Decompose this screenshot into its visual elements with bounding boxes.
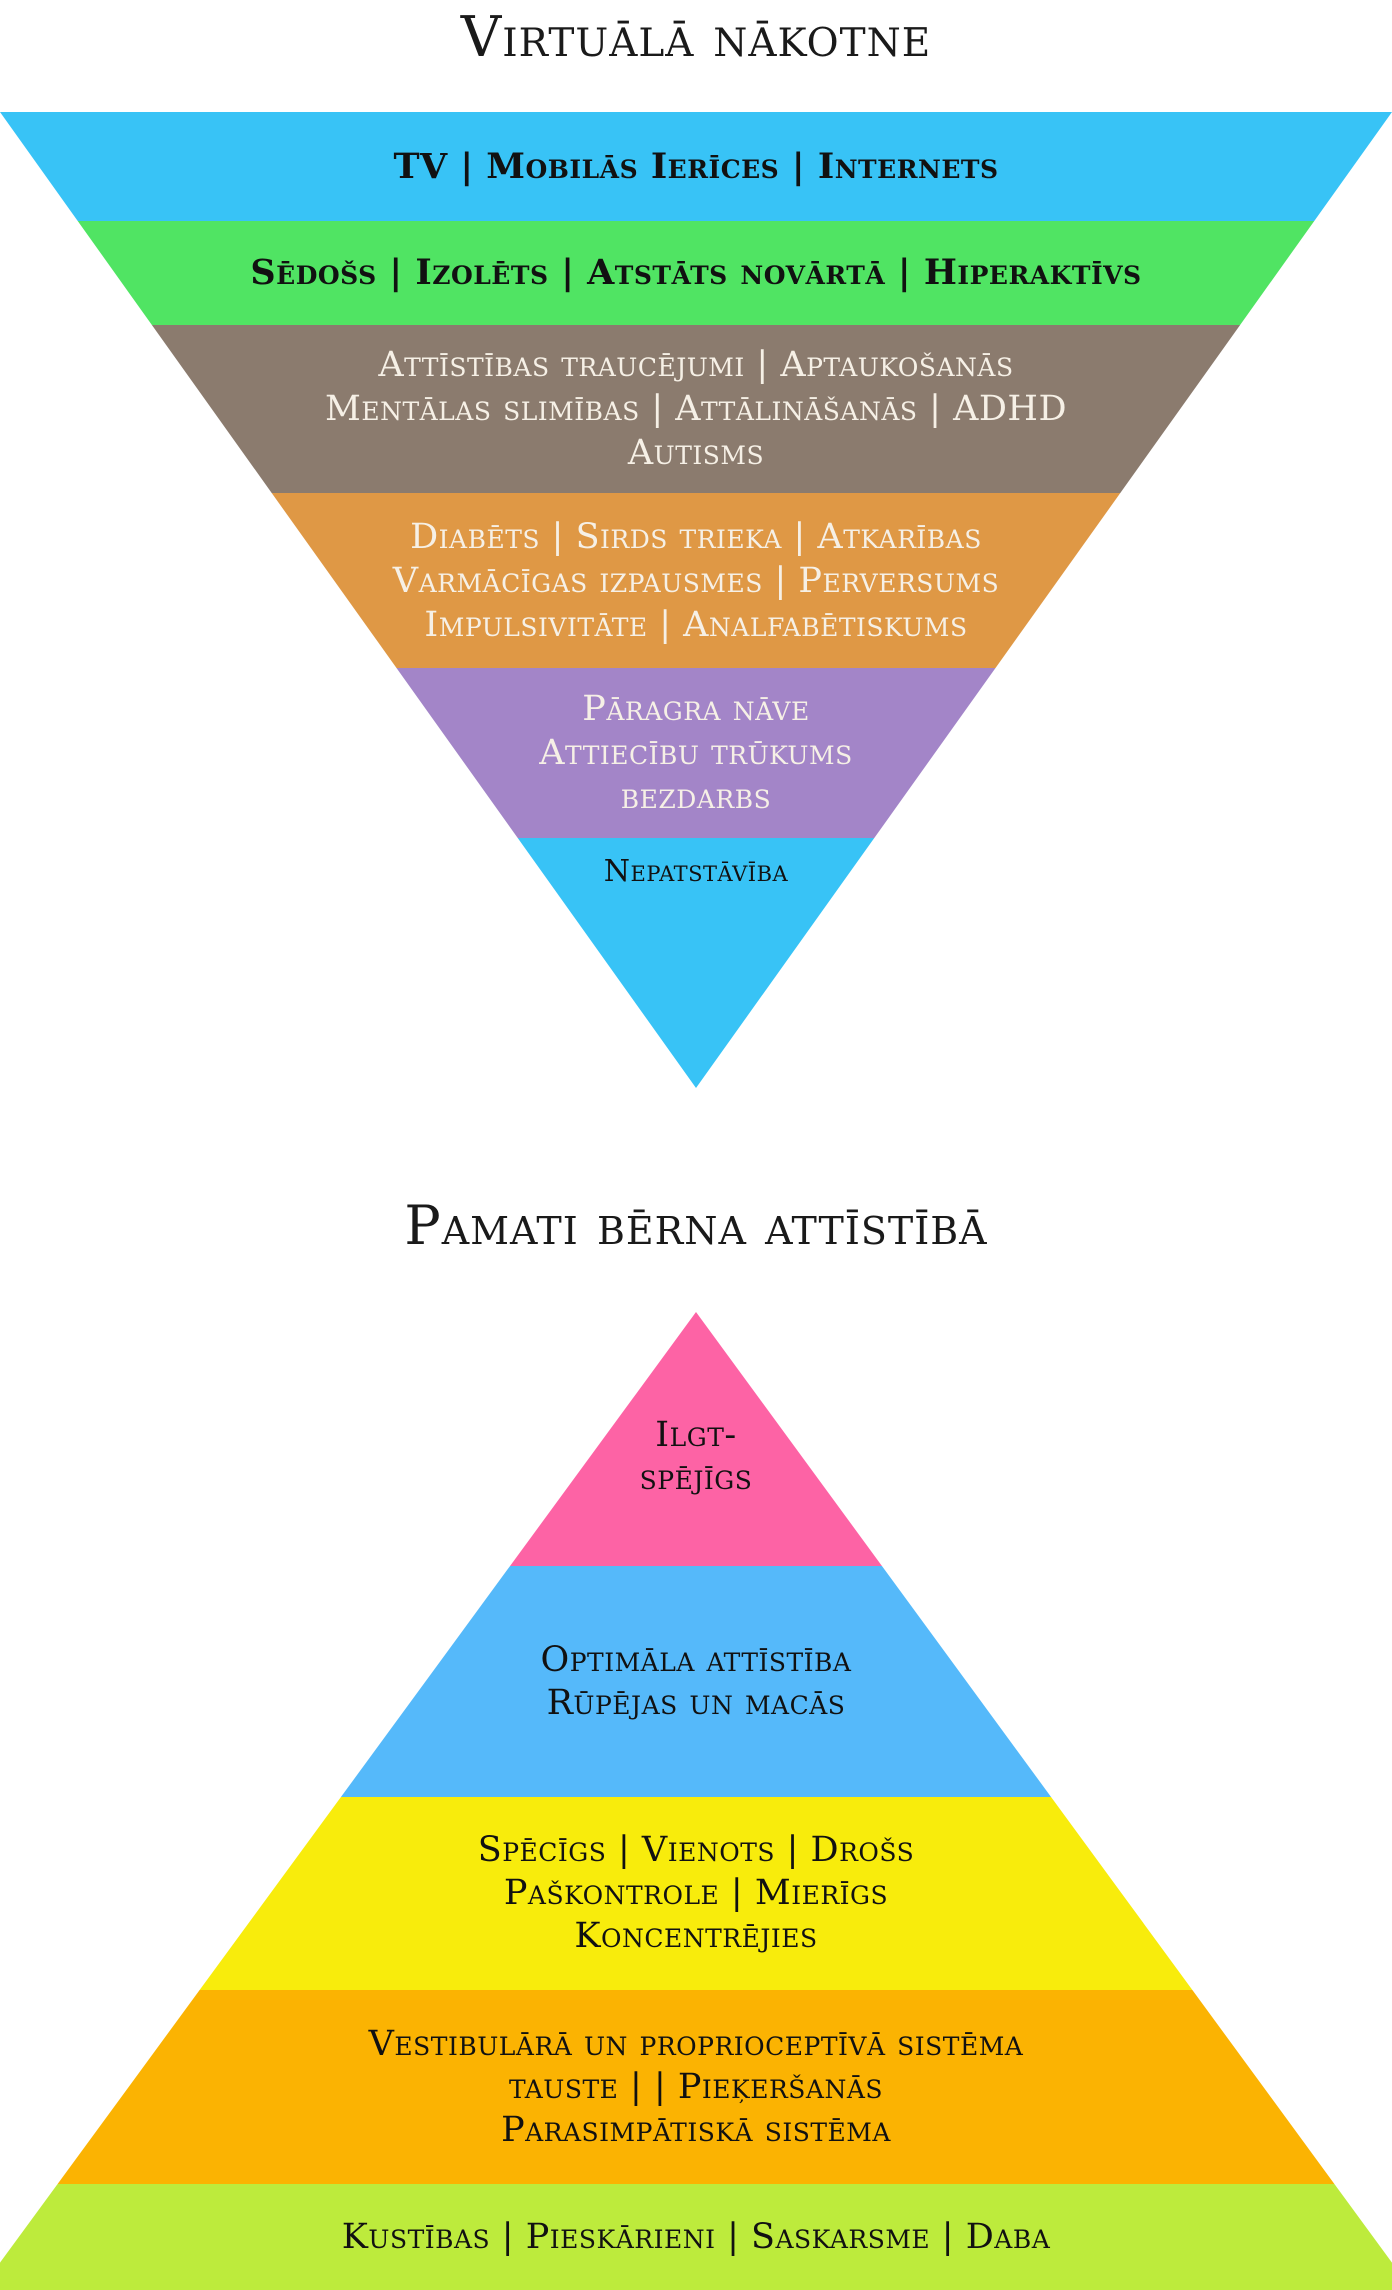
bottom-layer-5: Kustības | Pieskārieni | Saskarsme | Dab… xyxy=(0,2184,1392,2290)
top-layer-4-label: Diabēts | Sirds trieka | Atkarības Varmā… xyxy=(272,515,1121,647)
bottom-layer-2-label: Optimāla attīstība Rūpējas un macās xyxy=(341,1639,1051,1725)
bottom-layer-5-label: Kustības | Pieskārieni | Saskarsme | Dab… xyxy=(0,2216,1392,2259)
top-layer-4-line-2: Varmācīgas izpausmes | Perversums xyxy=(392,560,1000,601)
bottom-layer-4: Vestibulārā un proprioceptīvā sistēma ta… xyxy=(57,1990,1335,2184)
bottom-layer-2-line-1: Optimāla attīstība xyxy=(540,1639,852,1680)
bottom-layer-3-line-3: Koncentrējies xyxy=(574,1916,818,1956)
bottom-layer-3: Spēcīgs | Vienots | Drošs Paškontrole | … xyxy=(199,1797,1193,1990)
bottom-pyramid-title: Pamati bērna attīstībā xyxy=(404,1194,988,1257)
top-layer-5-line-3: bezdarbs xyxy=(620,777,772,817)
top-layer-3-line-3: Autisms xyxy=(627,433,765,473)
bottom-layer-4-line-3: Parasimpātiskā sistēma xyxy=(501,2109,891,2150)
bottom-layer-3-line-2: Paškontrole | Mierīgs xyxy=(503,1873,889,1913)
bottom-layer-3-label: Spēcīgs | Vienots | Drošs Paškontrole | … xyxy=(200,1829,1193,1958)
top-layer-3: Attīstības traucējumi | Aptaukošanās Men… xyxy=(151,325,1241,493)
bottom-layer-4-label: Vestibulārā un proprioceptīvā sistēma ta… xyxy=(58,2023,1335,2152)
top-layer-4-line-3: Impulsivitāte | Analfabētiskums xyxy=(424,604,968,645)
bottom-layer-5-line-1: Kustības | Pieskārieni | Saskarsme | Dab… xyxy=(341,2216,1051,2257)
top-layer-1: TV | Mobilās Ierīces | Internets xyxy=(0,112,1392,221)
top-layer-5-line-1: Pāragra nāve xyxy=(582,689,810,729)
top-layer-6-label: Nepatstāvība xyxy=(518,850,875,894)
top-pyramid-title: Virtuālā nākotne xyxy=(460,5,932,70)
bottom-layer-1-line-2: spējīgs xyxy=(639,1458,753,1498)
top-layer-2-line-1: Sēdošs | Izolēts | Atstāts novārtā | Hip… xyxy=(250,252,1142,293)
top-layer-5-label: Pāragra nāve Attiecību trūkums bezdarbs xyxy=(396,687,995,819)
top-layer-6-line-1: Nepatstāvība xyxy=(603,854,789,889)
top-layer-3-line-2: Mentālas slimības | Attālināšanās | ADHD xyxy=(324,389,1068,429)
top-layer-4-line-1: Diabēts | Sirds trieka | Atkarības xyxy=(410,516,982,557)
top-layer-2: Sēdošs | Izolēts | Atstāts novārtā | Hip… xyxy=(77,221,1315,325)
bottom-layer-2-line-2: Rūpējas un macās xyxy=(546,1682,846,1723)
bottom-layer-3-line-1: Spēcīgs | Vienots | Drošs xyxy=(477,1830,915,1870)
bottom-layer-2: Optimāla attīstība Rūpējas un macās xyxy=(340,1566,1052,1797)
bottom-layer-1-label: Ilgt- spējīgs xyxy=(510,1414,882,1500)
bottom-layer-4-line-2: tauste | | Pieķeršanās xyxy=(508,2066,884,2107)
top-layer-1-label: TV | Mobilās Ierīces | Internets xyxy=(0,145,1392,189)
top-layer-3-line-1: Attīstības traucējumi | Aptaukošanās xyxy=(378,345,1014,385)
top-layer-6: Nepatstāvība xyxy=(517,838,875,1088)
bottom-layer-4-line-1: Vestibulārā un proprioceptīvā sistēma xyxy=(368,2023,1024,2064)
top-layer-4: Diabēts | Sirds trieka | Atkarības Varmā… xyxy=(271,493,1121,668)
top-layer-5-line-2: Attiecību trūkums xyxy=(539,733,853,773)
top-layer-1-line-1: TV | Mobilās Ierīces | Internets xyxy=(393,145,999,187)
top-layer-3-label: Attīstības traucējumi | Aptaukošanās Men… xyxy=(152,343,1240,475)
top-layer-2-label: Sēdošs | Izolēts | Atstāts novārtā | Hip… xyxy=(78,251,1315,295)
bottom-layer-1: Ilgt- spējīgs xyxy=(510,1312,882,1566)
top-layer-5: Pāragra nāve Attiecību trūkums bezdarbs xyxy=(396,668,996,838)
bottom-layer-1-line-1: Ilgt- xyxy=(655,1415,737,1455)
